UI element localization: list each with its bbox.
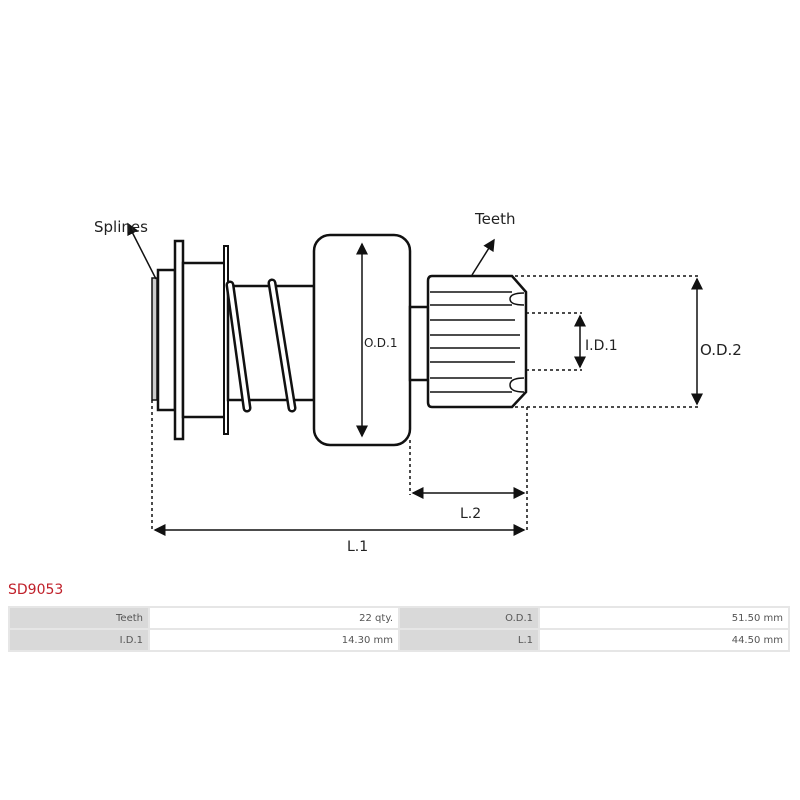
- spec-label: I.D.1: [8, 628, 150, 652]
- spec-label: Teeth: [8, 606, 150, 630]
- id1-label: I.D.1: [585, 338, 618, 354]
- spec-value: 51.50 mm: [538, 606, 790, 630]
- pinion: [426, 274, 528, 409]
- specs-table: Teeth 22 qty. O.D.1 51.50 mm I.D.1 14.30…: [8, 606, 790, 652]
- part-outline: [151, 233, 528, 447]
- spec-label: O.D.1: [398, 606, 540, 630]
- od2-label: O.D.2: [700, 341, 742, 359]
- splines-label: Splines: [94, 218, 148, 236]
- part-number: SD9053: [8, 582, 64, 598]
- od1-label: O.D.1: [364, 336, 397, 350]
- teeth-label: Teeth: [474, 210, 515, 228]
- extension-lines: [151, 275, 700, 532]
- dimension-arrows: [127, 222, 703, 536]
- l2-label: L.2: [460, 506, 481, 522]
- spec-value: 14.30 mm: [148, 628, 400, 652]
- spec-value: 22 qty.: [148, 606, 400, 630]
- table-row: I.D.1 14.30 mm L.1 44.50 mm: [8, 628, 790, 652]
- l1-label: L.1: [347, 539, 368, 555]
- starter-drive-drawing: Splines Teeth O.D.1 I.D.1 O.D.2 L.2 L.1: [94, 210, 742, 555]
- spring: [225, 278, 297, 413]
- table-row: Teeth 22 qty. O.D.1 51.50 mm: [8, 606, 790, 630]
- spec-label: L.1: [398, 628, 540, 652]
- spec-value: 44.50 mm: [538, 628, 790, 652]
- splines: [151, 277, 158, 401]
- neck: [408, 305, 430, 382]
